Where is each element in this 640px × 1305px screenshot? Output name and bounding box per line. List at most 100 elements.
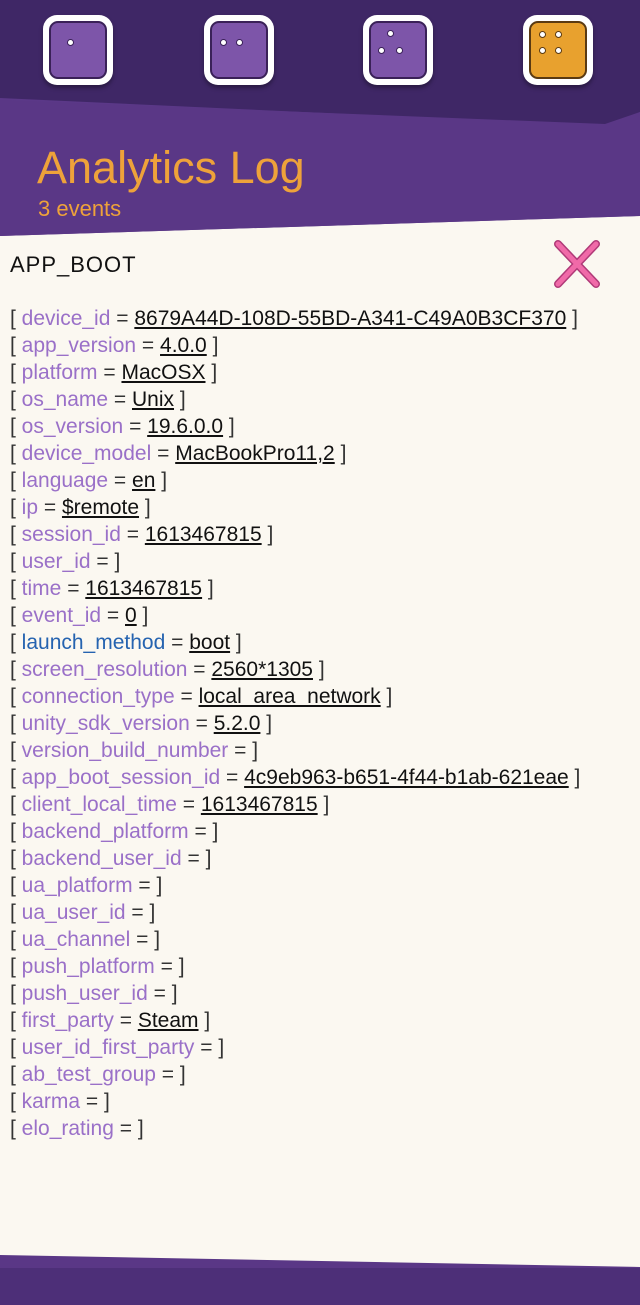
tab-2[interactable] [204,15,274,85]
param-key: ip [21,496,39,519]
param-key: client_local_time [21,793,177,816]
param-value[interactable]: 5.2.0 [213,712,261,735]
equals-sign: = [228,739,253,762]
bracket-open: [ [10,469,22,492]
param-value[interactable]: 1613467815 [200,793,318,816]
pip [395,46,403,54]
param-value[interactable]: Steam [137,1009,199,1032]
bracket-close: ] [149,901,156,924]
bracket-open: [ [10,388,22,411]
param-value[interactable]: $remote [61,496,140,519]
event-count: 3 events [38,196,122,221]
bracket-close: ] [218,1036,225,1059]
param-row: [ ab_test_group = ] [10,1061,640,1088]
param-key: platform [21,361,98,384]
bracket-open: [ [10,415,22,438]
equals-sign: = [155,1063,180,1086]
equals-sign: = [151,442,176,465]
pip [554,46,562,54]
event-name: APP_BOOT [10,252,137,277]
param-key: push_user_id [21,982,148,1005]
die-three-icon [369,21,427,79]
bracket-close: ] [156,874,163,897]
param-row: [ push_user_id = ] [10,980,640,1007]
equals-sign: = [188,820,213,843]
equals-sign: = [165,631,190,654]
equals-sign: = [174,685,199,708]
bracket-close: ] [179,1063,186,1086]
param-key: unity_sdk_version [21,712,190,735]
bracket-open: [ [10,847,22,870]
pip [538,30,546,38]
param-value[interactable]: 4c9eb963-b651-4f44-b1ab-621eae [244,766,569,789]
pip [219,38,227,46]
bracket-close: ] [252,739,259,762]
bracket-open: [ [10,901,22,924]
param-value[interactable]: 0 [125,604,137,627]
equals-sign: = [125,901,150,924]
param-value[interactable]: 8679A44D-108D-55BD-A341-C49A0B3CF370 [134,307,567,330]
param-row: [ session_id = 1613467815 ] [10,521,640,548]
param-value[interactable]: en [132,469,156,492]
tab-4[interactable] [523,15,593,85]
param-value[interactable]: MacOSX [121,361,206,384]
param-key: ua_user_id [21,901,126,924]
tab-1[interactable] [43,15,113,85]
param-key: app_version [21,334,137,357]
param-value[interactable]: boot [189,631,231,654]
param-row: [ karma = ] [10,1088,640,1115]
param-value[interactable]: 2560*1305 [211,658,313,681]
pip [386,29,394,37]
param-value[interactable]: 1613467815 [85,577,203,600]
param-row: [ elo_rating = ] [10,1115,640,1142]
bracket-close: ] [174,388,186,411]
param-row: [ client_local_time = 1613467815 ] [10,791,640,818]
die-one-icon [49,21,107,79]
tab-3[interactable] [363,15,433,85]
bracket-close: ] [312,658,325,681]
param-row: [ app_version = 4.0.0 ] [10,332,640,359]
bracket-open: [ [10,955,22,978]
param-value[interactable]: Unix [132,388,175,411]
param-row: [ device_id = 8679A44D-108D-55BD-A341-C4… [10,305,640,332]
bracket-close: ] [568,766,581,789]
equals-sign: = [113,1117,138,1140]
die-four-icon [529,21,587,79]
param-key: os_version [21,415,124,438]
param-row: [ ua_platform = ] [10,872,640,899]
bracket-open: [ [10,307,22,330]
param-key: ua_platform [21,874,133,897]
param-key: time [21,577,62,600]
bracket-close: ] [566,307,578,330]
param-value[interactable]: 19.6.0.0 [147,415,224,438]
close-button[interactable] [552,238,602,290]
param-row: [ ip = $remote ] [10,494,640,521]
equals-sign: = [181,847,206,870]
equals-sign: = [38,496,62,519]
bracket-close: ] [103,1090,110,1113]
page-title: Analytics Log [37,142,305,193]
param-key: language [21,469,109,492]
param-value[interactable]: 4.0.0 [160,334,207,357]
equals-sign: = [97,361,122,384]
param-row: [ unity_sdk_version = 5.2.0 ] [10,710,640,737]
param-key: connection_type [21,685,175,708]
equals-sign: = [189,712,214,735]
header-panel [0,100,640,236]
bracket-close: ] [212,820,219,843]
param-key: user_id_first_party [21,1036,195,1059]
param-value[interactable]: local_area_network [198,685,381,708]
bracket-open: [ [10,334,22,357]
param-row: [ time = 1613467815 ] [10,575,640,602]
param-row: [ app_boot_session_id = 4c9eb963-b651-4f… [10,764,640,791]
param-key: backend_user_id [21,847,182,870]
bracket-close: ] [206,334,219,357]
param-key: user_id [21,550,91,573]
bracket-open: [ [10,442,22,465]
close-icon [554,240,600,288]
param-value[interactable]: MacBookPro11,2 [175,442,335,465]
bracket-open: [ [10,1009,22,1032]
bracket-close: ] [230,631,242,654]
equals-sign: = [220,766,245,789]
param-value[interactable]: 1613467815 [144,523,262,546]
